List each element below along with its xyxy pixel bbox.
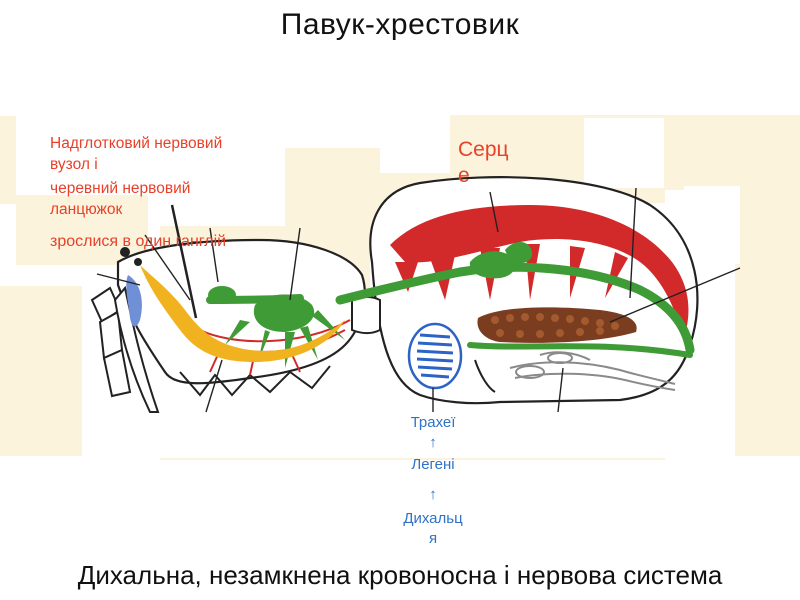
- midgut-texture: [491, 313, 619, 338]
- venom-gland: [126, 275, 142, 327]
- silk-glands: [509, 351, 676, 391]
- pedicel: [351, 296, 381, 334]
- heart-label-line1: Серц: [458, 138, 509, 161]
- gut-end: [474, 359, 496, 393]
- spiracles-label-line1: Дихальц: [403, 510, 463, 527]
- ganglion-label-line2: вузол і: [50, 156, 98, 173]
- eyes: [120, 247, 142, 266]
- bottom-caption: Дихальна, незамкнена кровоносна і нервов…: [77, 560, 723, 590]
- cephalothorax-outline: [116, 238, 366, 385]
- tracheae-label: Трахеї: [410, 414, 456, 431]
- ganglion-label-line4: ланцюжок: [50, 201, 123, 218]
- heart-label-line2: е: [458, 164, 470, 187]
- nerve-cord-yellow: [140, 265, 345, 362]
- lungs-label: Легені: [411, 456, 455, 473]
- arrow-up-icon: ↑: [429, 486, 437, 503]
- thick-pointer: [170, 204, 198, 319]
- book-lung: [407, 322, 463, 390]
- arrow-up-icon: ↑: [429, 434, 437, 451]
- pointer-lines: [96, 187, 741, 413]
- ganglion-label-line3: черевний нервовий: [50, 180, 191, 197]
- pedipalp: [90, 285, 160, 413]
- page-title: Павук-хрестовик: [280, 8, 520, 41]
- ganglion-label-line5: зрослися в один ганглій: [50, 233, 227, 250]
- spiracles-label-line2: я: [428, 530, 438, 547]
- label-masks: [160, 118, 740, 458]
- ganglion-label-line1: Надглотковий нервовий: [50, 135, 223, 152]
